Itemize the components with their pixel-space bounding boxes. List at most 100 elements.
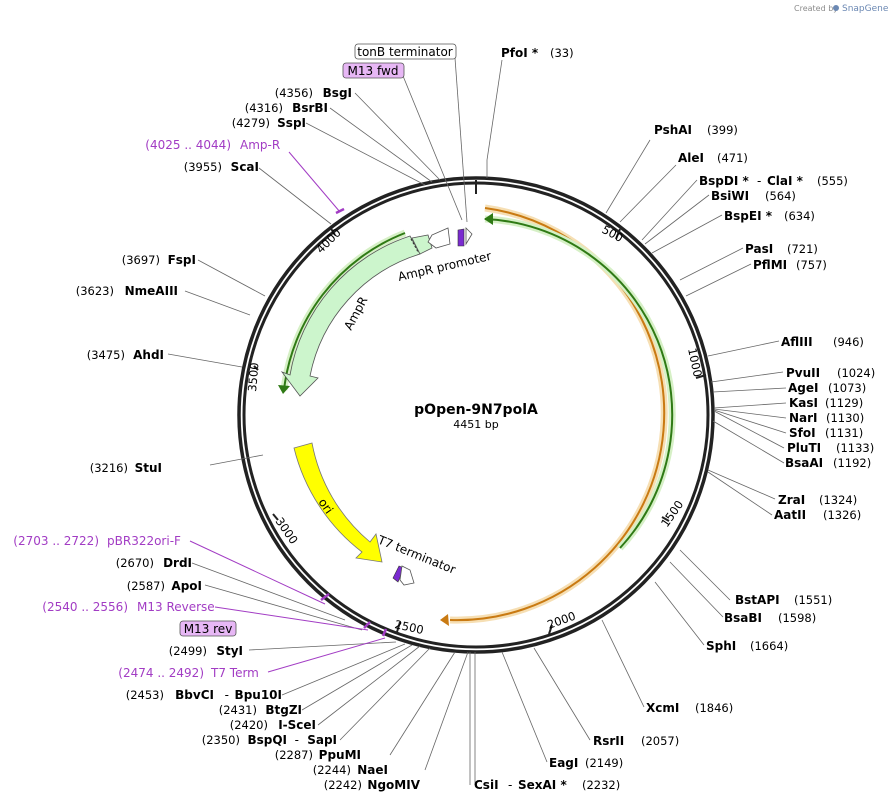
tick-label-2000: 2000 <box>545 609 577 632</box>
enzyme-alei: AleI <box>678 151 704 165</box>
tick-label-500: 500 <box>600 222 626 245</box>
enzyme-alei-pos: (471) <box>717 151 748 165</box>
m13fwd-box <box>342 62 405 79</box>
ori-feature <box>293 442 383 563</box>
enzyme-apoi: ApoI <box>171 579 202 593</box>
enzyme-xcmi-pos: (1846) <box>695 701 733 715</box>
enzyme-pvuii: PvuII <box>786 366 820 380</box>
enzyme-pshai: PshAI <box>654 123 692 137</box>
orf-green-left-arc <box>283 232 406 391</box>
enzyme-aatii: AatII <box>774 508 806 522</box>
enzyme-stui-pos: (3216) <box>90 461 128 475</box>
enzyme-pfoi-pos: (33) <box>550 46 574 60</box>
enzyme-ahdi-pos: (3475) <box>87 348 125 362</box>
enzyme-bsabi: BsaBI <box>724 611 762 625</box>
enzyme-ppumi: PpuMI <box>319 748 361 762</box>
enzyme-sspi: SspI <box>277 116 306 130</box>
enzyme-ngomiv: NgoMIV <box>367 778 420 792</box>
enzyme-ppumi-pos: (2287) <box>275 748 313 762</box>
enzyme-sfoi-pos: (1131) <box>825 426 863 440</box>
primer-ampr-range: (4025 .. 4044) <box>145 138 231 152</box>
enzyme-bspdi-pos: (555) <box>817 174 848 188</box>
enzyme-bsrbi: BsrBI <box>292 101 328 115</box>
enzyme-xcmi: XcmI <box>646 701 679 715</box>
orf-green-left-arrowhead <box>278 385 290 394</box>
enzyme-bbvci-pos: (2453) <box>126 688 164 702</box>
primer-leaders <box>189 151 386 673</box>
primer-t7term-range: (2474 .. 2492) <box>118 666 204 680</box>
enzyme-sphi-pos: (1664) <box>750 639 788 653</box>
enzyme-aatii-pos: (1326) <box>823 508 861 522</box>
enzyme-bspei: BspEI * <box>724 209 773 223</box>
backbone-outer <box>237 176 715 654</box>
enzyme-btgzi: BtgZI <box>265 703 302 717</box>
enzyme-csii-pos: (2232) <box>582 778 620 792</box>
t7-terminator-feature <box>399 565 415 586</box>
primers: (4025 .. 4044) Amp-R (2703 .. 2722) pBR3… <box>13 138 280 680</box>
enzyme-bsgi-pos: (4356) <box>275 86 313 100</box>
enzyme-bsaai: BsaAI <box>785 456 823 470</box>
enzyme-iscei: I-SceI <box>278 718 316 732</box>
enzyme-agei: AgeI <box>788 381 818 395</box>
enzyme-bsiwi: BsiWI <box>711 189 749 203</box>
tick-label-3500: 3500 <box>245 362 261 392</box>
ampr-promoter-box <box>411 234 433 255</box>
enzyme-pflmi-pos: (757) <box>796 258 827 272</box>
enzyme-nari: NarI <box>789 411 818 425</box>
enzyme-fspi: FspI <box>168 253 196 267</box>
primer-ampr-name: Amp-R <box>240 138 280 152</box>
ampr-feature <box>280 235 421 397</box>
enzyme-stui: StuI <box>135 461 162 475</box>
primer-m13rev-range: (2540 .. 2556) <box>42 600 128 614</box>
enzyme-pluti: PluTI <box>787 441 821 455</box>
enzyme-scai-pos: (3955) <box>184 160 222 174</box>
snapgene-logo-icon <box>833 5 839 11</box>
enzyme-sapi: SapI <box>307 733 337 747</box>
tick-label-4000: 4000 <box>313 226 344 257</box>
enzyme-bsabi-pos: (1598) <box>778 611 816 625</box>
enzyme-bpu10i: Bpu10I <box>235 688 282 702</box>
enzyme-csii: CsiI <box>474 778 499 792</box>
orf-green-arc <box>484 218 674 549</box>
tonb-label: tonB terminator <box>357 45 453 59</box>
enzyme-naei: NaeI <box>357 763 388 777</box>
ampr-boundary <box>410 238 419 253</box>
enzyme-eagi-pos: (2149) <box>585 756 623 770</box>
enzyme-naei-pos: (2244) <box>313 763 351 777</box>
enzyme-eagi: EagI <box>549 756 578 770</box>
plasmid-name: pOpen-9N7polA <box>414 402 538 418</box>
enzyme-apoi-pos: (2587) <box>127 579 165 593</box>
enzyme-agei-pos: (1073) <box>828 381 866 395</box>
enzyme-pasi-pos: (721) <box>787 242 818 256</box>
primer-marks <box>320 207 388 637</box>
enzyme-pshai-pos: (399) <box>707 123 738 137</box>
tick-label-1500: 1500 <box>658 498 686 530</box>
tick-label-1000: 1000 <box>685 347 705 379</box>
enzyme-bbvci-sep: - <box>225 688 229 702</box>
m13fwd-label: M13 fwd <box>348 64 399 78</box>
enzyme-bspdi: BspDI * <box>699 174 749 188</box>
enzyme-scai: ScaI <box>231 160 259 174</box>
enzyme-sfoi: SfoI <box>789 426 816 440</box>
enzyme-bstapi-pos: (1551) <box>794 593 832 607</box>
enzyme-zrai-pos: (1324) <box>819 493 857 507</box>
enzyme-rsrii-pos: (2057) <box>641 734 679 748</box>
enzyme-bspdi-sep: - <box>757 174 761 188</box>
enzyme-bspei-pos: (634) <box>784 209 815 223</box>
enzyme-fspi-pos: (3697) <box>122 253 160 267</box>
orf-orange-arrowhead <box>440 614 449 626</box>
plasmid-length: 4451 bp <box>453 418 498 431</box>
enzyme-bspqi-sep: - <box>295 733 299 747</box>
primer-t7term-name: T7 Term <box>210 666 259 680</box>
enzyme-sexai: SexAI * <box>518 778 567 792</box>
m13fwd-feature <box>457 228 465 247</box>
ampr-promoter-arrow <box>427 227 451 249</box>
enzyme-styi-pos: (2499) <box>169 644 207 658</box>
enzyme-bsaai-pos: (1192) <box>833 456 871 470</box>
ticks <box>253 180 707 635</box>
enzyme-csii-sep: - <box>508 778 512 792</box>
enzyme-nari-pos: (1130) <box>826 411 864 425</box>
t7-terminator-label: T7 terminator <box>375 532 458 576</box>
enzyme-afliii-pos: (946) <box>833 335 864 349</box>
enzyme-zrai: ZraI <box>778 493 805 507</box>
